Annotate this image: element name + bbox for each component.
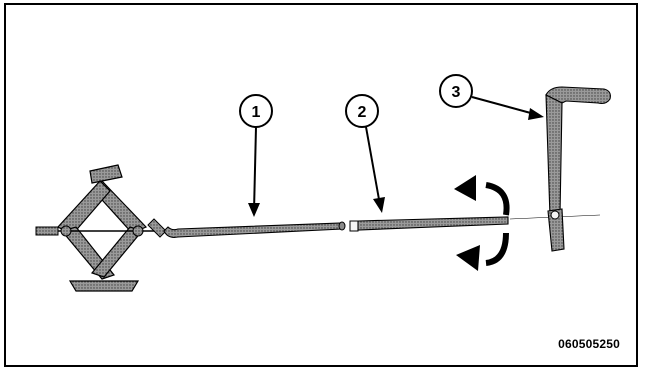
handle-extension-rod xyxy=(349,216,509,232)
illustration-frame: 1 2 3 060505250 xyxy=(4,3,638,367)
callout-3 xyxy=(439,74,544,120)
figure-id: 060505250 xyxy=(558,337,620,351)
callout-1-label: 1 xyxy=(252,104,261,121)
rotate-arrows-icon xyxy=(454,175,510,271)
lug-wrench xyxy=(545,86,611,252)
callout-2-label: 2 xyxy=(358,104,367,121)
jack-extension-rod xyxy=(163,221,346,238)
assembly-drawing: 1 2 3 xyxy=(35,74,611,292)
callout-1 xyxy=(239,94,273,217)
callout-3-label: 3 xyxy=(452,84,461,101)
scissor-jack-icon xyxy=(35,164,168,292)
callout-2 xyxy=(345,94,385,213)
